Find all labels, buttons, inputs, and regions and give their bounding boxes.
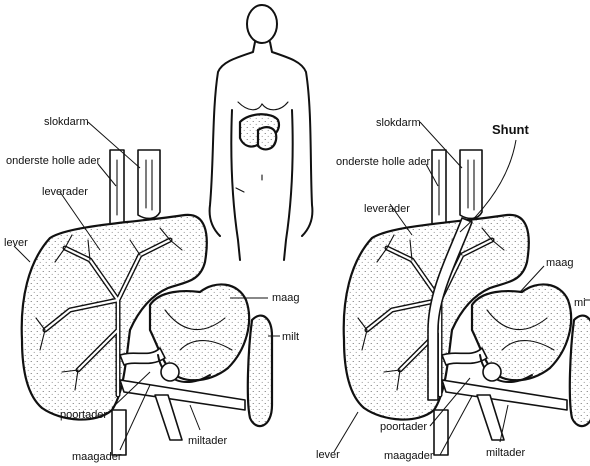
label-leverader: leverader bbox=[364, 203, 410, 215]
label-onderste-holle-ader: onderste holle ader bbox=[6, 155, 101, 167]
label-lever: lever bbox=[316, 449, 340, 461]
label-poortader: poortader bbox=[60, 409, 107, 421]
label-slokdarm: slokdarm bbox=[376, 117, 421, 129]
label-poortader: poortader bbox=[380, 421, 427, 433]
label-onderste-holle-ader: onderste holle ader bbox=[336, 156, 431, 168]
label-milt: milt bbox=[282, 331, 299, 343]
label-miltader: miltader bbox=[486, 447, 525, 459]
right-organs bbox=[344, 150, 590, 455]
label-shunt: Shunt bbox=[492, 122, 529, 137]
label-maag: maag bbox=[546, 257, 574, 269]
label-leverader: leverader bbox=[42, 186, 88, 198]
label-milt: mi bbox=[574, 297, 586, 309]
right-diagram: slokdarm Shunt onderste holle ader lever… bbox=[316, 117, 590, 462]
label-miltader: miltader bbox=[188, 435, 227, 447]
label-maagader: maagader bbox=[384, 450, 434, 462]
label-maagader: maagader bbox=[72, 451, 122, 463]
label-maag: maag bbox=[272, 292, 300, 304]
label-lever: lever bbox=[4, 237, 28, 249]
left-diagram: slokdarm onderste holle ader leverader l… bbox=[4, 116, 300, 463]
label-slokdarm: slokdarm bbox=[44, 116, 89, 128]
body-outline bbox=[210, 5, 313, 260]
